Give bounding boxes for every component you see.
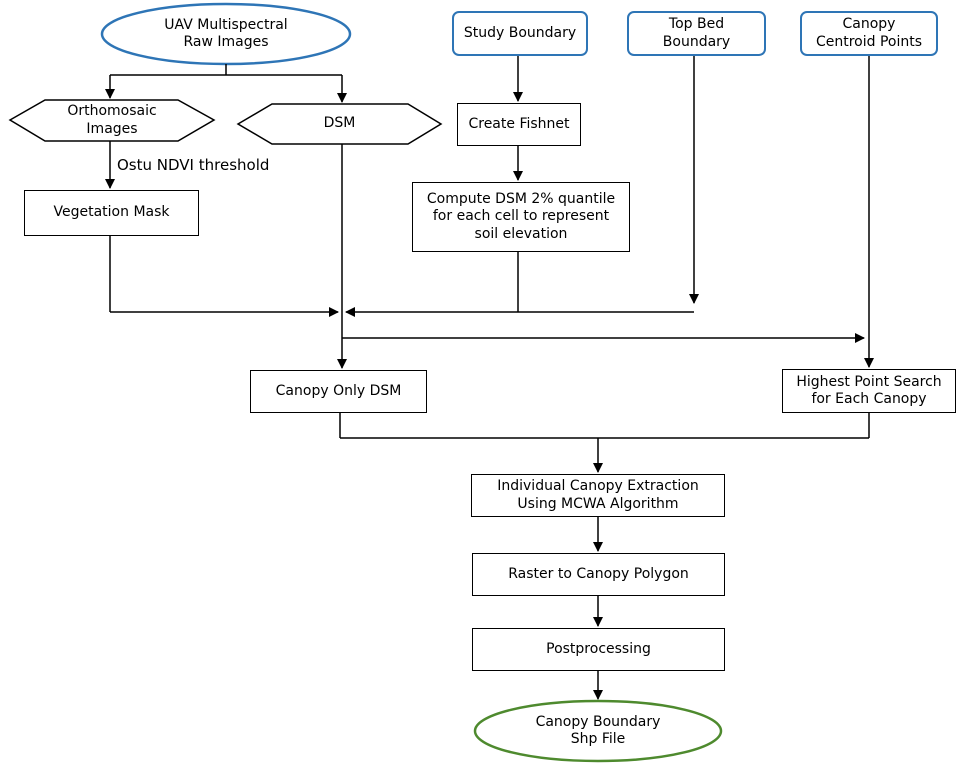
connector-uav-split [105,64,347,103]
orthomosaic-images-node: Orthomosaic Images [67,103,157,137]
dsm-node: DSM [323,115,356,132]
dsm-hexagon [236,103,443,145]
vegetation-mask-node: Vegetation Mask [24,190,199,236]
study-boundary-node: Study Boundary [452,11,588,56]
compute-dsm-quantile-node: Compute DSM 2% quantile for each cell to… [412,182,630,252]
highest-point-search-node: Highest Point Search for Each Canopy [782,369,956,413]
canopy-centroid-points-node: Canopy Centroid Points [800,11,938,56]
connector-vegmask-to-merge [109,236,339,317]
create-fishnet-node: Create Fishnet [457,103,581,146]
canopy-boundary-shp-node: Canopy Boundary Shp File [535,713,661,748]
uav-images-node: UAV Multispectral Raw Images [164,16,288,51]
connector-topbed-to-merge [345,56,699,317]
canopy-only-dsm-node: Canopy Only DSM [250,370,427,413]
raster-to-polygon-node: Raster to Canopy Polygon [472,553,725,596]
individual-canopy-extraction-node: Individual Canopy Extraction Using MCWA … [471,474,725,517]
otsu-threshold-label: Ostu NDVI threshold [117,156,270,174]
canopy-boundary-ellipse [473,699,723,763]
orthomosaic-hexagon [8,99,216,142]
postprocessing-node: Postprocessing [472,628,725,671]
top-bed-boundary-node: Top Bed Boundary [627,11,766,56]
connector-join-to-extraction [339,413,870,473]
